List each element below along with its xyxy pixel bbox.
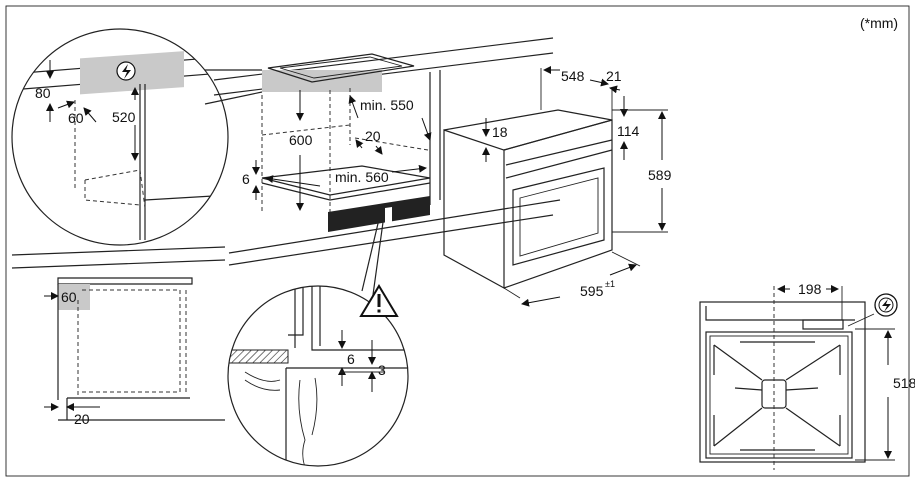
electric-connection-icon-hob [874,293,898,317]
dim-80: 80 [35,85,51,101]
dim-520: 520 [112,109,136,125]
dim-548: 548 [561,68,585,84]
dim-198: 198 [798,281,822,297]
warning-triangle-icon [359,284,399,317]
dim-589: 589 [648,167,672,183]
dim-595-tolerance: ±1 [605,279,615,289]
dim-20: 20 [365,128,381,144]
dim-20-side: 20 [74,411,90,427]
detail-circle-gap: 6 3 [227,214,409,467]
dim-60-cabinet: 60 [68,110,84,126]
oven-isometric: 548 21 18 114 589 595 ±1 [443,66,672,307]
detail-circle-cabinet: 80 60 520 [11,28,263,246]
dim-21: 21 [606,68,622,84]
electric-connection-icon [116,61,136,81]
dim-3-gap: 3 [378,362,386,378]
dim-18: 18 [492,124,508,140]
dim-600: 600 [289,132,313,148]
dim-518: 518 [893,375,915,391]
dim-6-cabinet: 6 [242,171,250,187]
dim-6-gap: 6 [347,351,355,367]
dim-min-560: min. 560 [335,169,389,185]
hob-top-view: 198 518 [699,281,915,470]
side-section-view: 60 20 [11,246,226,427]
dim-114: 114 [617,123,640,139]
hob-cutout [262,53,415,92]
dim-min-550: min. 550 [360,97,414,113]
countertop-scene: 600 6 min. 550 20 min. 560 [213,37,561,266]
outer-frame [5,5,910,477]
dim-595: 595 [580,283,604,299]
dim-60-side: 60 [61,289,77,305]
unit-note: (*mm) [860,15,898,31]
